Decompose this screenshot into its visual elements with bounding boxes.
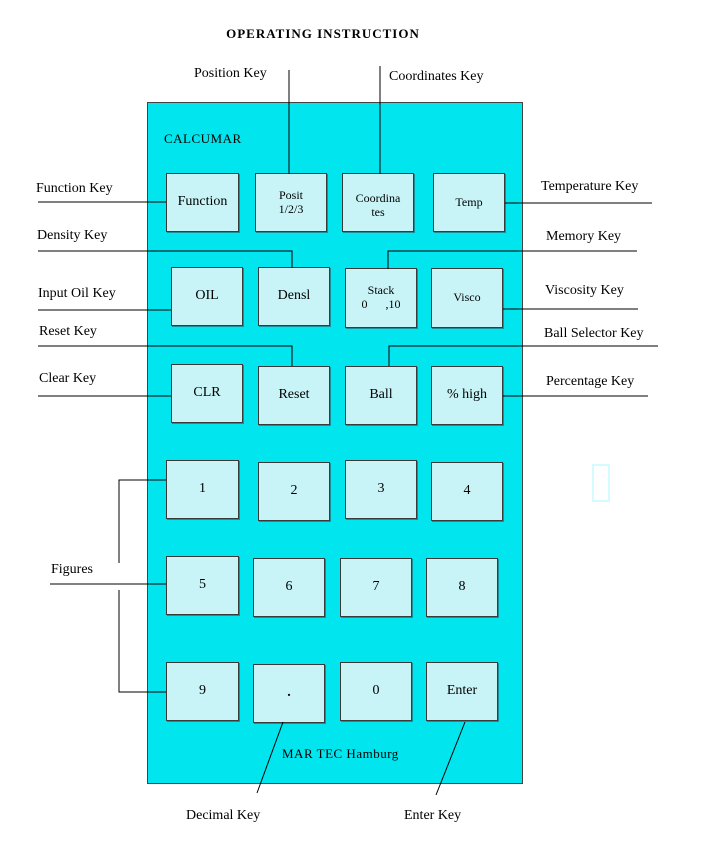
label-enter-key: Enter Key (404, 808, 462, 823)
temperature-key[interactable]: Temp (433, 173, 505, 232)
digit-6-key[interactable]: 6 (253, 558, 325, 617)
digit-0-key[interactable]: 0 (340, 662, 412, 721)
page-title: OPERATING INSTRUCTION (226, 26, 420, 41)
viscosity-key[interactable]: Visco (431, 268, 503, 328)
label-temperature-key: Temperature Key (541, 179, 639, 194)
placeholder-glyph (592, 464, 610, 502)
maker-name: MAR TEC Hamburg (282, 746, 399, 761)
coordinates-key-line2: tes (371, 204, 385, 219)
digit-3-key[interactable]: 3 (345, 460, 417, 519)
label-clear-key: Clear Key (39, 371, 97, 386)
label-function-key: Function Key (36, 181, 113, 196)
reset-key[interactable]: Reset (258, 366, 330, 425)
density-key[interactable]: Densl (258, 267, 330, 326)
label-percentage-key: Percentage Key (546, 374, 635, 389)
function-key[interactable]: Function (166, 173, 239, 232)
label-viscosity-key: Viscosity Key (545, 283, 624, 298)
label-decimal-key: Decimal Key (186, 808, 261, 823)
coordinates-key-line1: Coordina (355, 190, 401, 205)
label-ball-selector-key: Ball Selector Key (544, 326, 644, 341)
clear-key[interactable]: CLR (171, 364, 243, 423)
label-figures: Figures (51, 562, 93, 577)
label-reset-key: Reset Key (39, 324, 97, 339)
ball-key[interactable]: Ball (345, 366, 417, 425)
brand-name: CALCUMAR (164, 131, 242, 146)
position-key-line2: 1/2/3 (278, 201, 304, 216)
digit-8-key[interactable]: 8 (426, 558, 498, 617)
label-position-key: Position Key (194, 66, 267, 81)
position-key-line1: Posit (278, 187, 303, 202)
enter-key[interactable]: Enter (426, 662, 498, 721)
stack-key-line1: Stack (367, 283, 395, 298)
digit-5-key[interactable]: 5 (166, 556, 239, 615)
label-input-oil-key: Input Oil Key (38, 286, 116, 301)
digit-7-key[interactable]: 7 (340, 558, 412, 617)
label-density-key: Density Key (37, 228, 108, 243)
digit-9-key[interactable]: 9 (166, 662, 239, 721)
stack-key-line2: 0 ,10 (361, 297, 401, 311)
digit-1-key[interactable]: 1 (166, 460, 239, 519)
label-memory-key: Memory Key (546, 229, 622, 244)
digit-2-key[interactable]: 2 (258, 462, 330, 521)
decimal-point-key[interactable]: . (253, 664, 325, 723)
percentage-high-key[interactable]: % high (431, 366, 503, 425)
label-coordinates-key: Coordinates Key (389, 69, 484, 84)
oil-key[interactable]: OIL (171, 267, 243, 326)
digit-4-key[interactable]: 4 (431, 462, 503, 521)
